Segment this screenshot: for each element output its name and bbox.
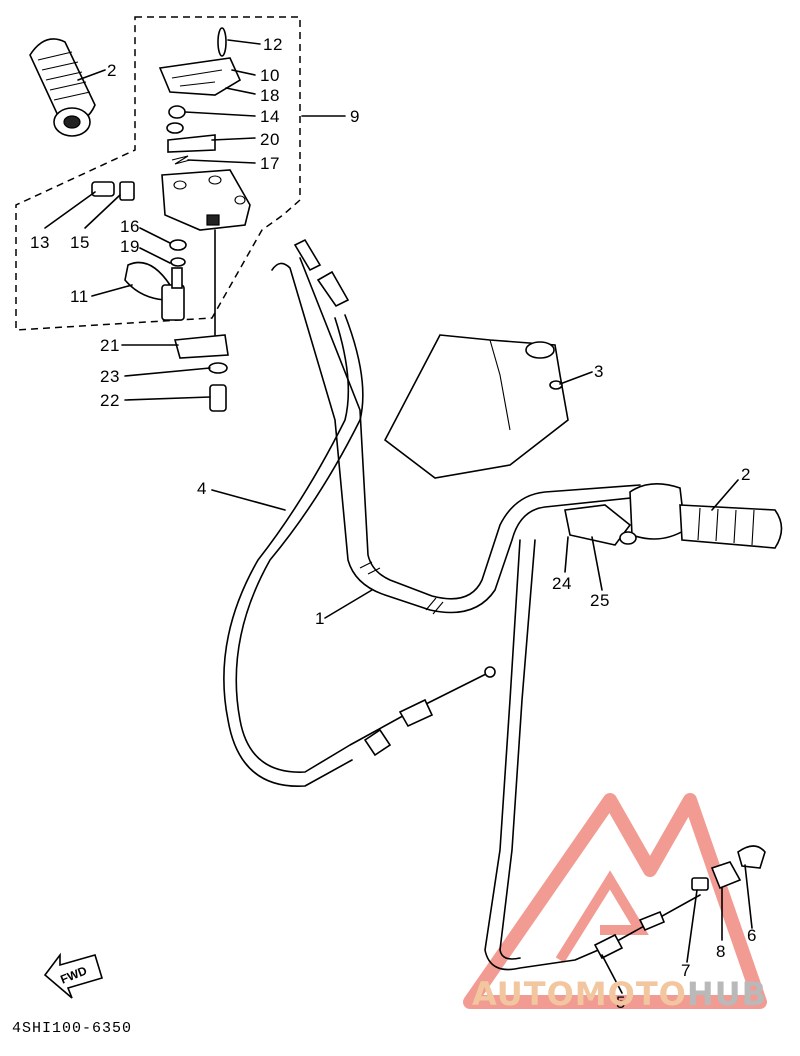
callout-17: 17 [260,154,280,173]
screw-13-15 [91,181,135,201]
diagram-code: 4SHI100-6350 [12,1020,133,1037]
right-grip [564,483,783,549]
callout-7: 7 [681,961,691,980]
leader-lines [44,39,753,994]
callout-13: 13 [30,233,50,252]
callout-8: 8 [716,942,726,961]
callout-1: 1 [315,609,325,628]
switch-body [161,169,251,231]
callout-4: 4 [197,479,207,498]
cover-3 [383,334,569,479]
watermark-logo [463,793,767,1009]
watermark-part2: HUB [686,975,768,1013]
callout-20: 20 [260,130,280,149]
callout-5: 5 [616,993,626,1012]
callout-2-left: 2 [107,61,117,80]
switch-cover [158,27,242,96]
left-grip [29,38,96,137]
assembly-outline [15,16,301,331]
callout-22: 22 [100,391,120,410]
cable-parts-6-8 [710,845,766,890]
fwd-arrow [43,952,104,999]
clutch-cable-top [293,238,350,308]
callout-16: 16 [120,217,140,236]
washers-upper [166,105,216,165]
callout-3: 3 [594,362,604,381]
handlebar [271,257,641,615]
choke-lever [124,239,187,321]
callout-6: 6 [747,926,757,945]
callout-24: 24 [552,574,572,593]
callout-12: 12 [263,35,283,54]
bracket-lower [173,229,229,412]
throttle-cable [223,314,496,787]
watermark-text: AUTOMOTOHUB [472,975,767,1013]
callout-10: 10 [260,66,280,85]
callout-14: 14 [260,107,280,126]
callout-15: 15 [70,233,90,252]
callout-9: 9 [350,107,360,126]
callout-25: 25 [590,591,610,610]
callout-11: 11 [70,287,89,306]
callout-19: 19 [120,237,140,256]
callout-2-right: 2 [741,465,751,484]
callout-21: 21 [100,336,120,355]
clutch-cable-lower [484,539,709,971]
callout-18: 18 [260,86,280,105]
watermark-part1: AUTOMOTO [472,975,687,1013]
callout-23: 23 [100,367,120,386]
